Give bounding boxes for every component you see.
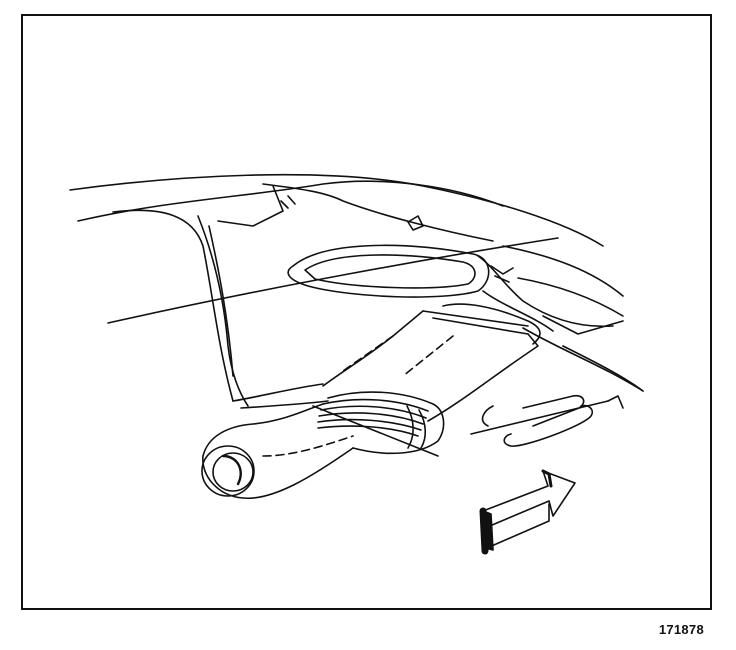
right-panel <box>502 245 644 392</box>
instrument-panel-top <box>69 173 604 247</box>
reference-lines <box>107 237 644 457</box>
figure-id-label: 171878 <box>658 622 704 637</box>
air-duct-accordion-section <box>317 391 445 455</box>
air-duct-outlet <box>201 403 354 499</box>
left-panel-end <box>112 209 329 409</box>
clip-fastener <box>470 394 624 447</box>
direction-arrow-icon <box>479 469 576 555</box>
illustration-frame <box>21 14 712 610</box>
center-vent-opening <box>287 244 614 332</box>
dashboard-duct-drawing <box>69 173 644 555</box>
